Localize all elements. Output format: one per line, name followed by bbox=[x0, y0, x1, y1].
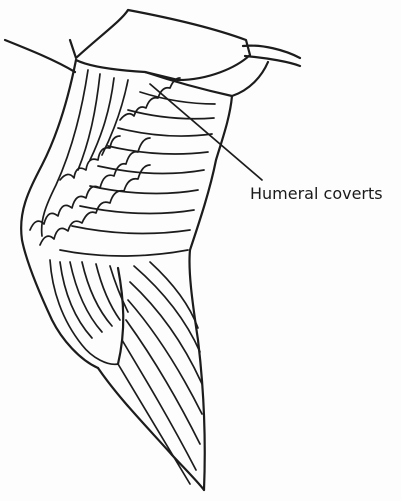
covert-scallops bbox=[30, 78, 180, 245]
label-leader-line bbox=[150, 84, 262, 180]
covert-lines bbox=[60, 92, 215, 256]
bird-body-outline bbox=[5, 10, 300, 80]
secondary-feathers bbox=[50, 260, 128, 364]
humeral-coverts-label: Humeral coverts bbox=[250, 184, 383, 203]
primary-feathers bbox=[118, 262, 202, 484]
